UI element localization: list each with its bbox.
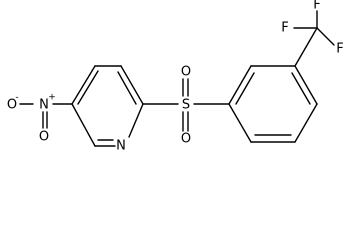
bond-ring-cf3 (294, 27, 318, 67)
atom-cf3-f-top: F (313, 0, 320, 13)
atom-cf3-f-left: F (281, 21, 288, 36)
pyridine-bond-c5-c4-inner (77, 70, 99, 105)
pyridine-bond-c5-c4 (71, 65, 96, 105)
atom-sulfonyl-s: S (182, 98, 190, 113)
benzene-bond-c3-c4-inner (291, 72, 311, 105)
atom-sulfonyl-o-top: O (181, 65, 191, 80)
charge-nitro-o-minus: - (15, 93, 18, 103)
benzene-bond-c1-c2 (228, 65, 252, 105)
atom-sulfonyl-o-bottom: O (181, 132, 191, 147)
benzene-bond-c1-c2-inner (235, 72, 255, 105)
benzene-bond-c6-c1 (228, 103, 252, 143)
pyridine-bond-c2-n (128, 103, 144, 138)
pyridine-bond-c3-c2 (120, 65, 144, 105)
atom-pyridine-n: N (116, 139, 126, 154)
atom-nitro-o-double: O (39, 130, 49, 145)
chemical-structure-diagram: O - N + O N S O O F F F (7, 0, 344, 154)
bond-c-f-right (316, 27, 335, 46)
atom-nitro-n: N (39, 98, 49, 113)
pyridine-bond-c6-c5 (71, 103, 96, 147)
atom-nitro-o-minus: O (7, 98, 17, 113)
benzene-bond-c4-c5 (294, 103, 318, 143)
benzene-bond-c3-c4 (294, 65, 318, 105)
atom-cf3-f-right: F (336, 42, 343, 57)
pyridine-bond-c3-c2-inner (117, 71, 137, 105)
charge-nitro-n: + (48, 93, 56, 103)
